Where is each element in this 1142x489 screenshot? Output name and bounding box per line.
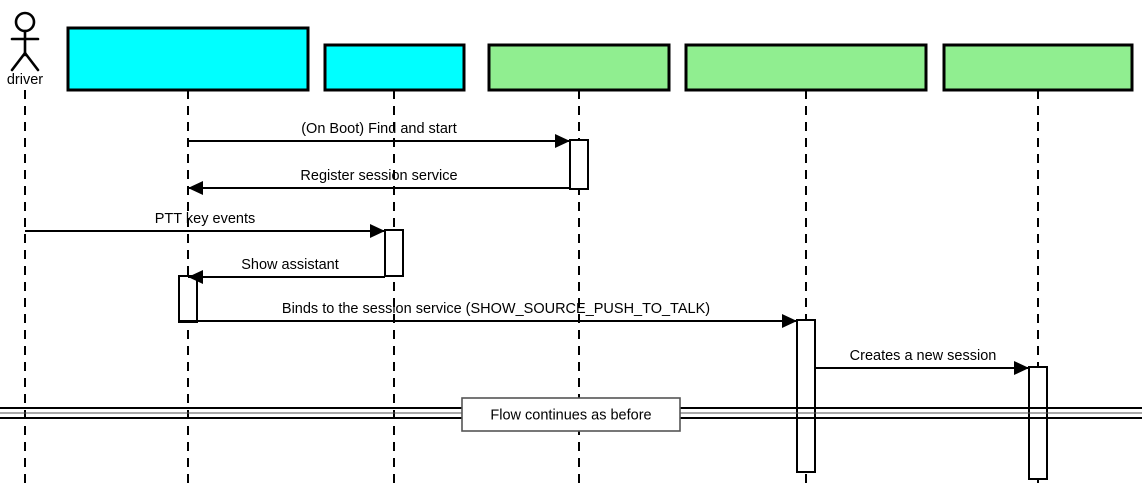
message-msg-2: Register session service xyxy=(188,168,570,195)
participant-box-vis[interactable] xyxy=(487,43,671,92)
participants-group: VoiceInteractionManagerService(System Se… xyxy=(66,26,1134,92)
message-arrowhead-msg-1 xyxy=(555,134,570,148)
message-label-msg-1: (On Boot) Find and start xyxy=(301,121,457,137)
message-label-msg-3: PTT key events xyxy=(155,211,255,227)
actor-label: driver xyxy=(7,72,43,88)
activation-bars-group xyxy=(178,139,1048,480)
participant-vis[interactable] xyxy=(487,43,671,92)
participant-vims[interactable] xyxy=(66,26,310,92)
actor-driver[interactable]: driver xyxy=(7,11,43,88)
participant-viss[interactable] xyxy=(684,43,928,92)
participant-box-vsession[interactable] xyxy=(942,43,1134,92)
participant-box-vims[interactable] xyxy=(66,26,310,92)
message-arrowhead-msg-6 xyxy=(1014,361,1029,375)
activation-bar-vis xyxy=(569,139,589,190)
message-label-msg-5: Binds to the session service (SHOW_SOURC… xyxy=(282,301,710,317)
message-msg-3: PTT key events xyxy=(25,211,385,238)
message-msg-5: Binds to the session service (SHOW_SOURC… xyxy=(179,301,797,328)
divider-note-box xyxy=(461,397,681,432)
message-arrowhead-msg-5 xyxy=(782,314,797,328)
actor-head-icon xyxy=(14,11,36,33)
participant-box-cis[interactable] xyxy=(323,43,466,92)
activation-bar-vsession xyxy=(1028,366,1048,480)
actor-leg-left-icon xyxy=(10,51,27,72)
message-msg-4: Show assistant xyxy=(188,257,385,284)
message-arrowhead-msg-3 xyxy=(370,224,385,238)
message-msg-1: (On Boot) Find and start xyxy=(188,121,570,148)
message-msg-6: Creates a new session xyxy=(815,348,1029,375)
message-arrowhead-msg-4 xyxy=(188,270,203,284)
flow-divider-group: Flow continues as before xyxy=(0,397,1142,432)
message-label-msg-4: Show assistant xyxy=(241,257,339,273)
activation-bar-viss xyxy=(796,319,816,473)
message-arrowhead-msg-2 xyxy=(188,181,203,195)
participant-cis[interactable] xyxy=(323,43,466,92)
message-label-msg-6: Creates a new session xyxy=(850,348,997,364)
actor-leg-right-icon xyxy=(23,51,40,72)
divider-note-label: Flow continues as before xyxy=(490,408,651,424)
activation-bar-vims xyxy=(178,275,198,323)
participant-vsession[interactable] xyxy=(942,43,1134,92)
message-label-msg-2: Register session service xyxy=(300,168,457,184)
activation-bar-cis xyxy=(384,229,404,277)
participant-box-viss[interactable] xyxy=(684,43,928,92)
